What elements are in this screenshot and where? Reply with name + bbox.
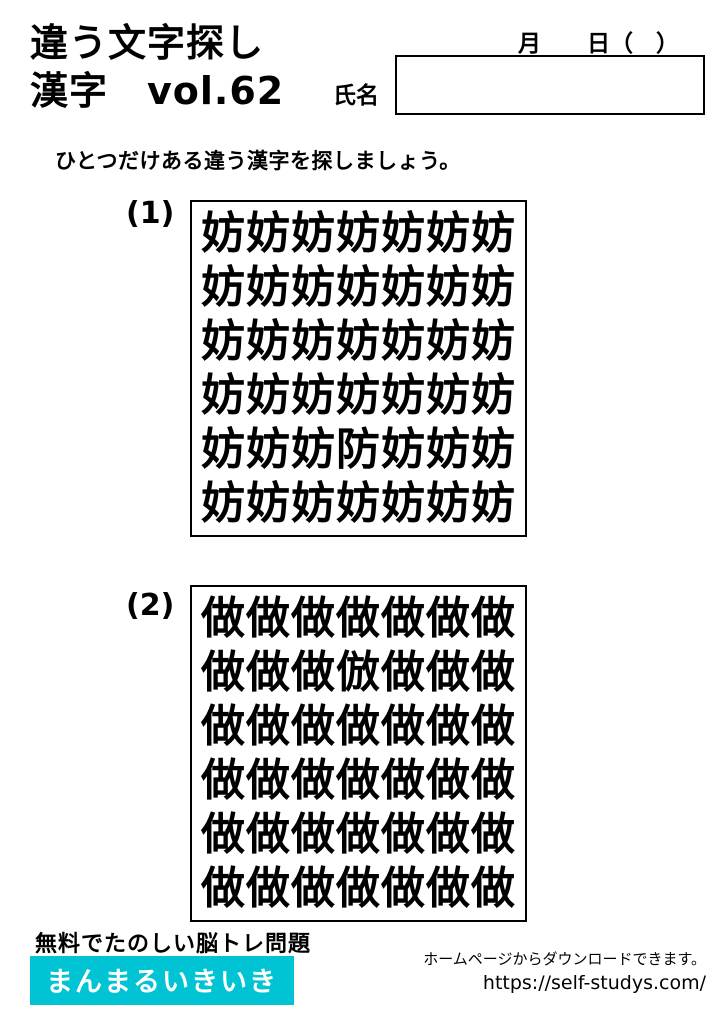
puzzle-1-row-1: 妨妨妨妨妨妨妨 <box>201 208 516 259</box>
puzzle-1-row-5: 妨妨妨防妨妨妨 <box>201 424 516 475</box>
puzzle-1-row-4: 妨妨妨妨妨妨妨 <box>201 370 516 421</box>
puzzle-2-row-5: 做做做做做做做 <box>201 809 516 860</box>
puzzle-2-grid: 做做做做做做做 做做做倣做做做 做做做做做做做 做做做做做做做 做做做做做做做 … <box>190 585 527 922</box>
puzzle-2-row-6: 做做做做做做做 <box>201 863 516 914</box>
puzzle-2-row-1: 做做做做做做做 <box>201 593 516 644</box>
page-subtitle: 漢字 vol.62 <box>30 68 285 113</box>
puzzle-1-label: (1) <box>126 196 175 231</box>
puzzle-1-row-6: 妨妨妨妨妨妨妨 <box>201 478 516 529</box>
puzzle-2-row-4: 做做做做做做做 <box>201 755 516 806</box>
puzzle-1-row-3: 妨妨妨妨妨妨妨 <box>201 316 516 367</box>
puzzle-2-row-3: 做做做做做做做 <box>201 701 516 752</box>
title-block: 違う文字探し 漢字 vol.62 <box>30 20 284 115</box>
page-title: 違う文字探し <box>30 21 265 65</box>
footer-tagline: 無料でたのしい脳トレ問題 <box>35 932 312 957</box>
brand-badge: まんまるいきいき <box>30 956 294 1005</box>
download-note: ホームページからダウンロードできます。 <box>423 950 706 968</box>
puzzle-1-grid: 妨妨妨妨妨妨妨 妨妨妨妨妨妨妨 妨妨妨妨妨妨妨 妨妨妨妨妨妨妨 妨妨妨防妨妨妨 … <box>190 200 527 537</box>
instruction-text: ひとつだけある違う漢字を探しましょう。 <box>55 149 461 173</box>
puzzle-1-row-2: 妨妨妨妨妨妨妨 <box>201 262 516 313</box>
site-url: https://self-studys.com/ <box>482 972 706 994</box>
puzzle-2-label: (2) <box>126 588 175 623</box>
date-line: 月 日（ ） <box>518 31 679 57</box>
name-input-box <box>395 55 705 115</box>
puzzle-2-row-2: 做做做倣做做做 <box>201 647 516 698</box>
footer-right: ホームページからダウンロードできます。 https://self-studys.… <box>423 948 706 994</box>
name-label: 氏名 <box>333 83 379 109</box>
